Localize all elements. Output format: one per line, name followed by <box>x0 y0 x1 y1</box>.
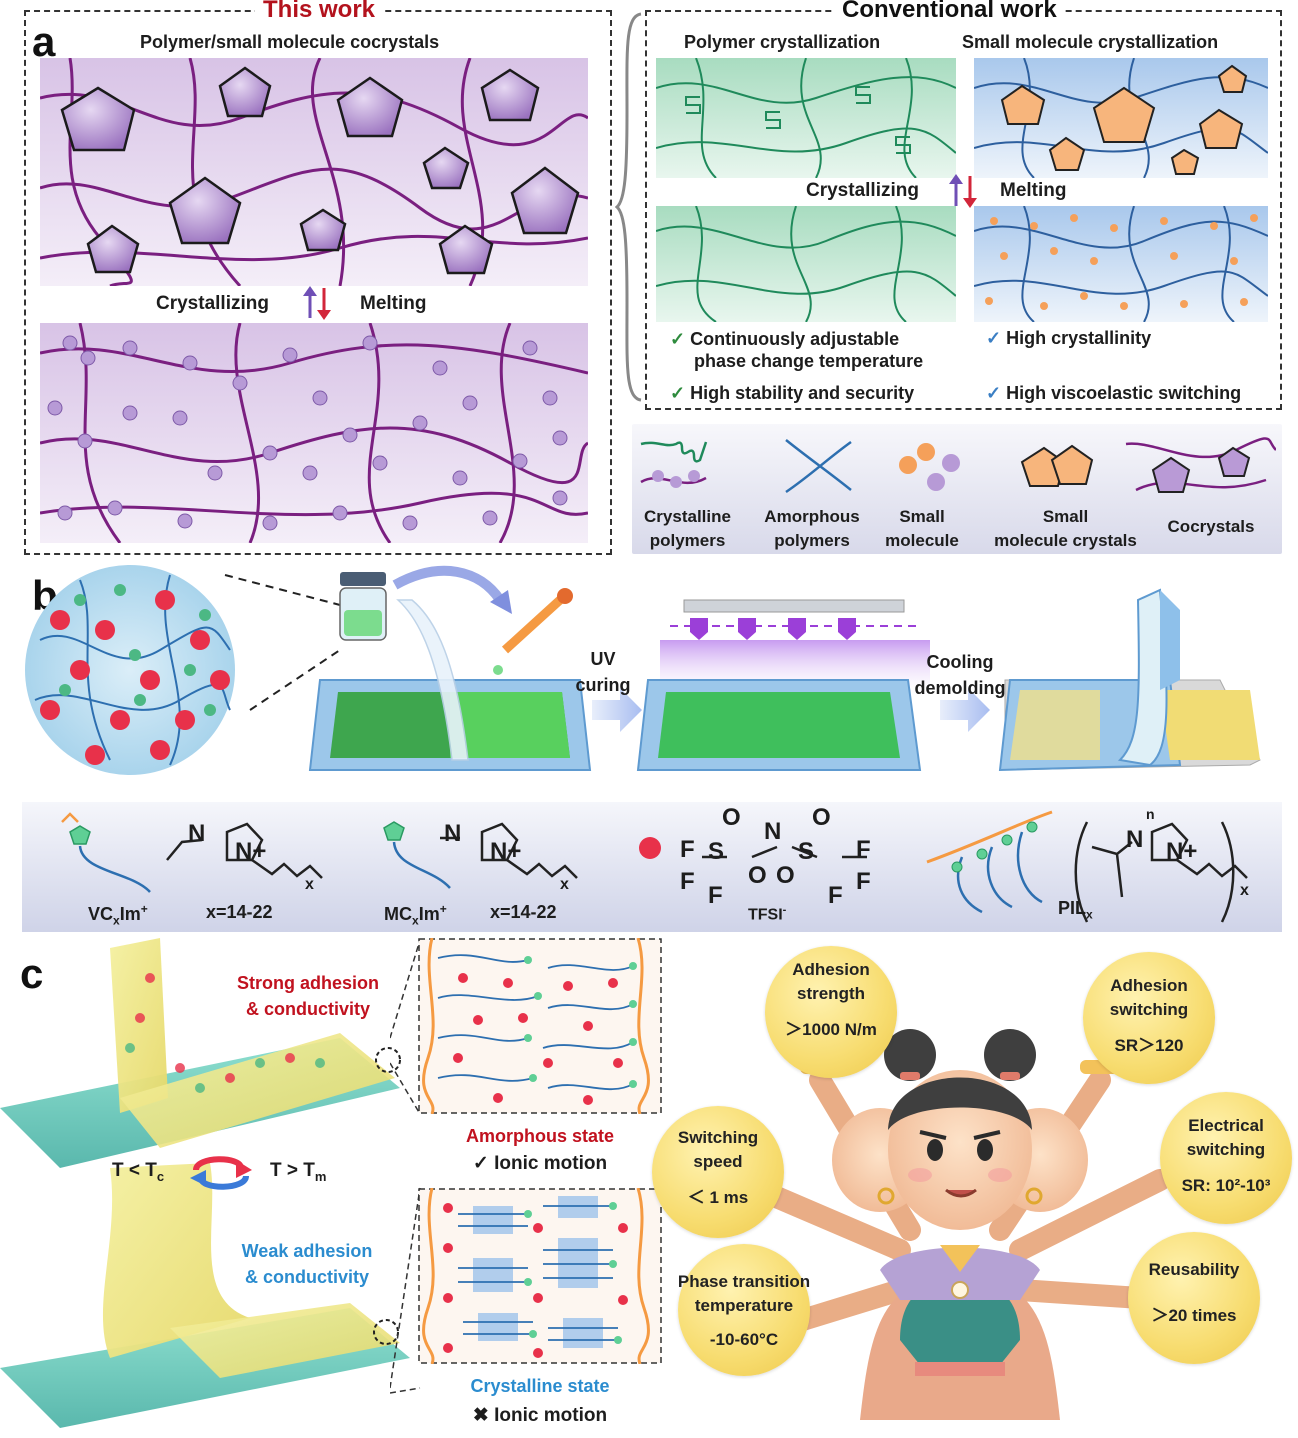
conv-check-left-1: ✓ Continuously adjustable <box>670 329 900 349</box>
sub-n-pil: n <box>1146 806 1155 822</box>
conv-crystallizing-label: Crystallizing <box>806 180 919 201</box>
atom-f-4: F <box>856 836 871 863</box>
atom-n-tfsi: N <box>764 818 782 845</box>
zoom-circle <box>25 565 235 775</box>
cocrystal-illustration <box>40 58 588 286</box>
t-below-tc: T < Tc <box>112 1160 165 1184</box>
amorphous-polymer-icon <box>785 439 852 494</box>
atom-nplus-mc: N+ <box>490 838 522 865</box>
atom-s-1: S <box>708 838 725 865</box>
vc-range: x=14-22 <box>206 902 273 922</box>
this-work-crystallizing-label: Crystallizing <box>156 293 269 314</box>
pil-label: PILx <box>1058 898 1093 922</box>
reusability-text: Reusability＞20 times <box>1148 1260 1240 1325</box>
atom-n-vc: N <box>188 820 206 847</box>
chemistry-strip <box>22 802 1282 932</box>
phase-transition-circle <box>678 1244 810 1376</box>
conv-melting-label: Melting <box>1000 180 1067 201</box>
melt-illustration <box>40 323 588 543</box>
small-molecule-melt-image <box>974 206 1268 322</box>
amorphous-state-zoom <box>418 938 662 1114</box>
small-molecule-crystallization-title: Small molecule crystallization <box>962 32 1219 52</box>
legend-cocrystals: Cocrystals <box>1167 517 1255 536</box>
atom-f-5: F <box>856 868 871 895</box>
conventional-work-title: Conventional work <box>834 0 1065 24</box>
polymer-crystallization-title: Polymer crystallization <box>684 32 881 52</box>
cocrystals-subtitle: Polymer/small molecule cocrystals <box>140 32 440 52</box>
small-molecule-crystal-icon <box>1020 444 1094 487</box>
atom-f-6: F <box>828 882 843 909</box>
multi-armed-character-illustration <box>749 1029 1181 1420</box>
cocrystal-icon <box>1125 437 1276 493</box>
small-molecule-crystal-image <box>974 58 1268 178</box>
polymer-crystal-image <box>656 58 956 178</box>
reusability-circle <box>1128 1232 1260 1364</box>
atom-nplus-vc: N+ <box>235 838 267 865</box>
vc-label: VCxIm+ <box>88 902 148 928</box>
strong-adhesion-label: Strong adhesion& conductivity <box>236 973 379 1019</box>
amorphous-ionic-motion: ✓ Ionic motion <box>472 1153 608 1174</box>
atom-o-3: O <box>748 862 767 889</box>
crystalline-polymer-icon <box>640 441 708 488</box>
panel-c-letter: c <box>20 950 44 997</box>
conv-reversible-arrows-icon <box>949 174 977 208</box>
sub-x-vc: x <box>305 876 314 893</box>
temperature-switch-icon <box>190 1156 252 1190</box>
crystalline-state-title: Crystalline state <box>470 1376 610 1396</box>
atom-s-2: S <box>798 838 815 865</box>
mc-range: x=14-22 <box>490 902 557 922</box>
reversible-arrows-icon <box>303 286 331 320</box>
chemical-structures <box>61 810 1248 923</box>
conv-check-right-2: ✓ High viscoelastic switching <box>986 383 1242 403</box>
sub-x-mc: x <box>560 876 569 893</box>
electrical-switching-circle <box>1160 1092 1292 1224</box>
fabrication-illustration <box>25 565 1261 775</box>
zoom-connectors <box>390 939 421 1394</box>
atom-n-pil: N <box>1126 826 1144 853</box>
adhesion-switching-circle <box>1083 952 1215 1084</box>
tfsi-label: TFSI- <box>748 904 787 924</box>
atom-n-mc: N <box>444 820 462 847</box>
atom-o-1: O <box>722 804 741 831</box>
panel-a-letter: a <box>32 18 56 65</box>
t-above-tm: T > Tm <box>270 1160 327 1184</box>
weak-adhesion-label: Weak adhesion& conductivity <box>241 1241 373 1287</box>
adhesion-film-illustrations <box>0 938 410 1428</box>
conv-check-left-1b: phase change temperature <box>694 351 924 371</box>
crystalline-state-zoom <box>418 1188 662 1364</box>
switching-speed-circle <box>652 1106 784 1238</box>
atom-f-3: F <box>708 882 723 909</box>
conv-check-left-2: ✓ High stability and security <box>670 383 915 403</box>
atom-f-2: F <box>680 868 695 895</box>
this-work-title: This work <box>255 0 384 24</box>
curly-brace <box>615 12 642 402</box>
conv-check-right-1: ✓ High crystallinity <box>986 328 1152 348</box>
sub-x-pil: x <box>1240 882 1249 899</box>
this-work-melting-label: Melting <box>360 293 427 314</box>
small-molecule-icon <box>899 443 960 491</box>
amorphous-state-title: Amorphous state <box>465 1126 615 1146</box>
mc-label: MCxIm+ <box>384 902 447 928</box>
legend-icons <box>640 437 1276 494</box>
atom-nplus-pil: N+ <box>1166 838 1198 865</box>
polymer-melt-image <box>656 206 956 322</box>
crystalline-ionic-motion: ✖ Ionic motion <box>472 1405 608 1426</box>
atom-f-1: F <box>680 836 695 863</box>
adhesion-strength-circle <box>765 946 897 1078</box>
atom-o-4: O <box>776 862 795 889</box>
atom-o-2: O <box>812 804 831 831</box>
